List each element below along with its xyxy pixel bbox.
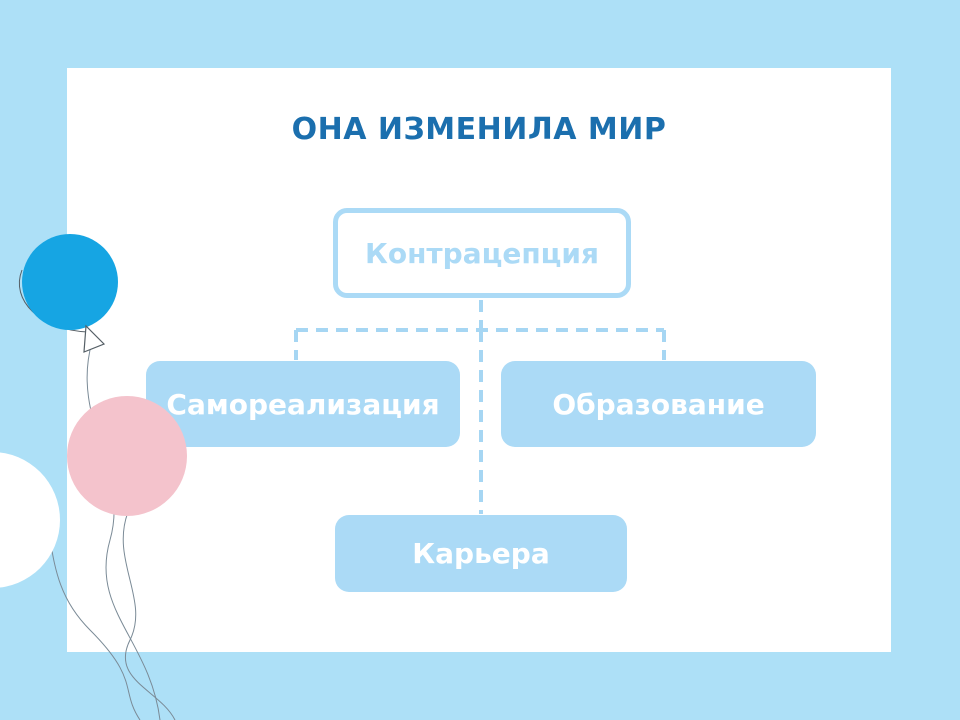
balloon-white [0,452,60,588]
balloon-blue [22,234,118,330]
balloon-blue-knot [83,324,106,353]
node-education: Образование [501,361,816,447]
balloon-string-blue [86,341,161,720]
node-contraception: Контрацепция [333,208,631,298]
balloon-pink [67,396,187,516]
node-career: Карьера [335,515,627,592]
slide-title: ОНА ИЗМЕНИЛА МИР [291,112,667,147]
node-self-realization: Самореализация [146,361,460,447]
balloon-string-pink [122,511,176,720]
